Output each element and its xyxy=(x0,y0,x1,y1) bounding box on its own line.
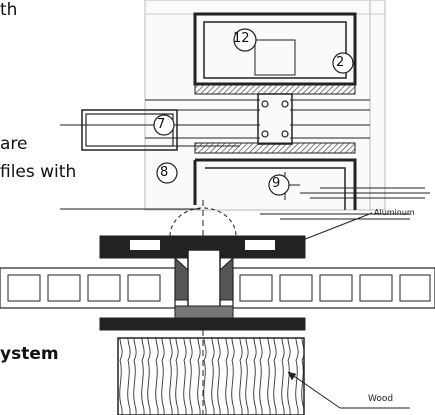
text-fragment-are: are xyxy=(0,134,28,154)
callout-9: 9 xyxy=(272,176,281,191)
callout-2: 2 xyxy=(336,55,345,70)
callout-7: 7 xyxy=(157,117,166,132)
callout-8: 8 xyxy=(160,165,169,180)
text-fragment-system: ystem xyxy=(0,344,59,364)
lower-section xyxy=(0,200,435,415)
label-aluminum: Aluminum xyxy=(374,208,415,217)
callout-12: 12 xyxy=(233,31,250,46)
label-wood: Wood xyxy=(368,394,394,404)
upper-section xyxy=(60,0,430,220)
callout-circles xyxy=(153,28,354,196)
text-fragment-files-with: files with xyxy=(0,162,77,182)
text-fragment-th: th xyxy=(0,0,18,20)
